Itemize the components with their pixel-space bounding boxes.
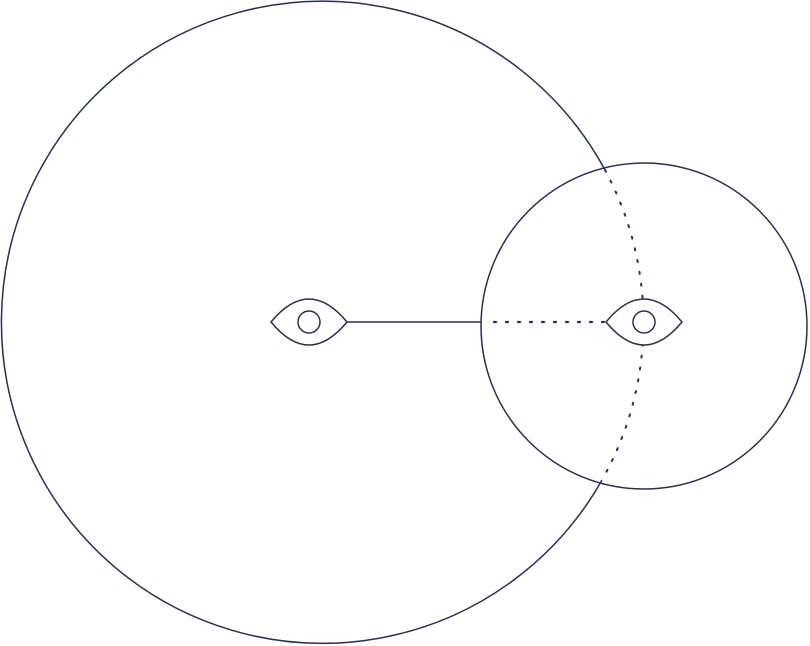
eye-icon bbox=[270, 298, 348, 346]
small-circle bbox=[480, 162, 808, 490]
eye-icon bbox=[605, 298, 683, 346]
large-circle-solid-arc bbox=[0, 0, 606, 645]
